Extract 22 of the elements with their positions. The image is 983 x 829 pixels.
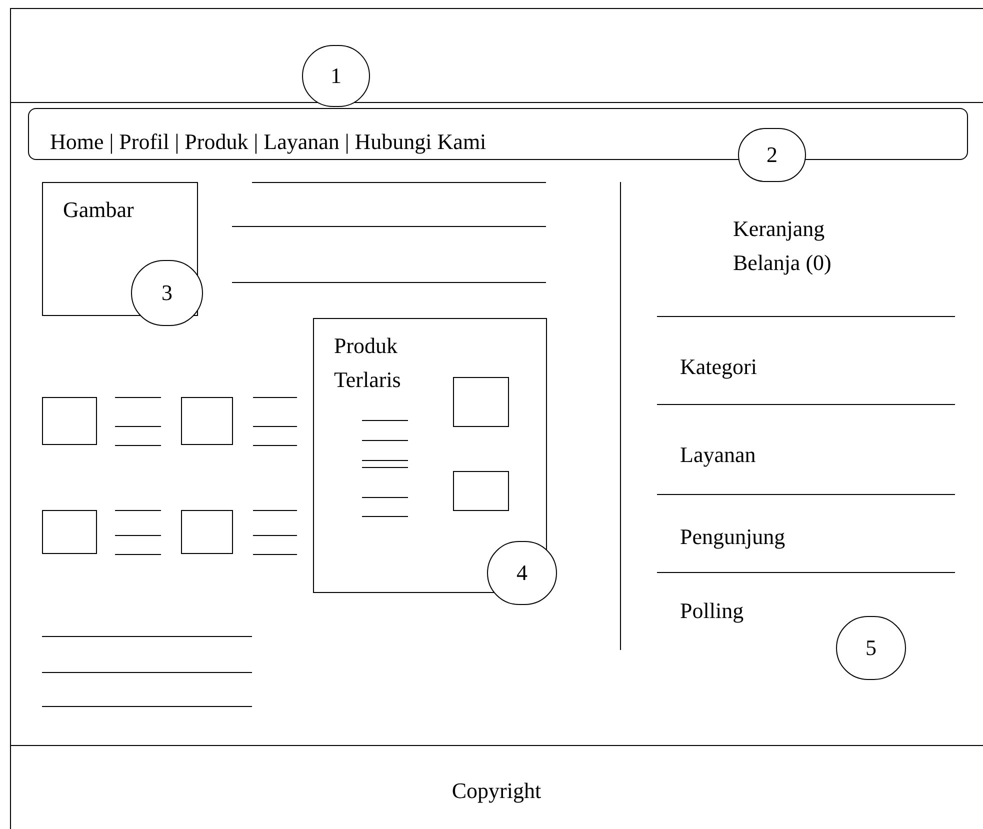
callout-number: 5 — [866, 637, 876, 659]
placeholder-box — [453, 377, 509, 427]
placeholder-box — [453, 471, 509, 511]
callout-number: 1 — [330, 65, 342, 87]
placeholder-box — [181, 397, 233, 445]
callout-number: 4 — [516, 562, 528, 584]
navigation-bar — [28, 108, 968, 160]
sidebar-label: Pengunjung — [680, 524, 786, 549]
sidebar-label: Layanan — [680, 442, 756, 467]
box-title: Produk Terlaris — [334, 332, 402, 394]
box-title: Gambar — [63, 196, 135, 224]
placeholder-box — [181, 510, 233, 554]
placeholder-box — [42, 510, 97, 554]
content-box — [313, 318, 547, 593]
callout-number: 3 — [162, 282, 172, 304]
sidebar-label: Polling — [680, 598, 744, 623]
menu-text: Home | Profil | Produk | Layanan | Hubungi Kami — [50, 128, 486, 155]
callout-number: 2 — [766, 144, 778, 166]
placeholder-box — [42, 397, 97, 445]
sidebar-label: Kategori — [680, 354, 757, 379]
footer-text: Copyright — [452, 778, 542, 803]
sidebar-label: Keranjang Belanja (0) — [733, 216, 832, 275]
